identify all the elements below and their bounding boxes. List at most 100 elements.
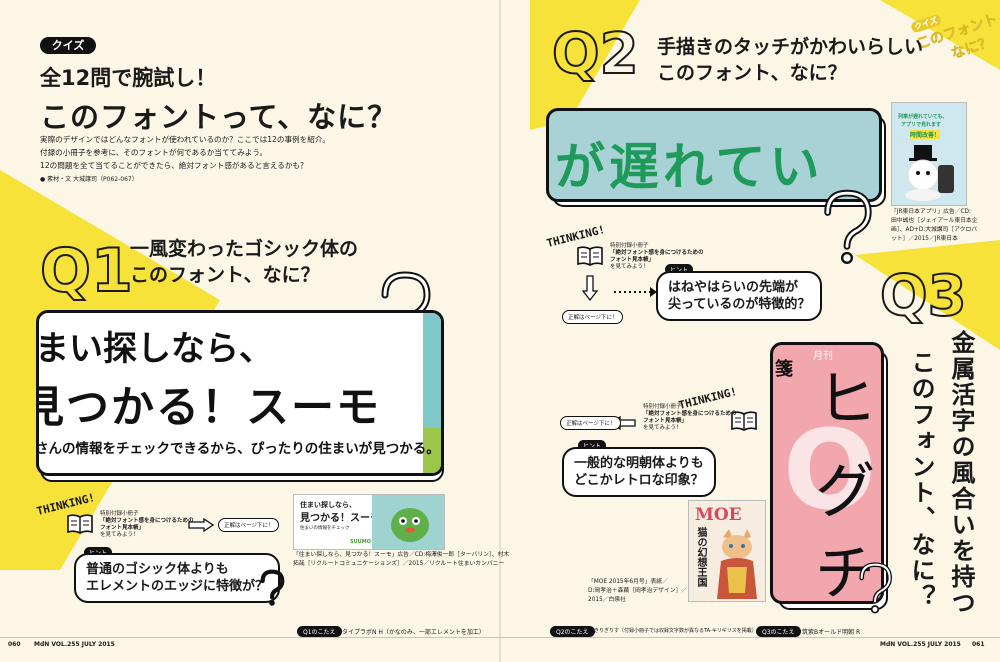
q2-caption: 「JR東日本アプリ」広告／CD: 田中誠也［ジェイアール東日本企 画］、AD+D… <box>891 208 991 244</box>
arrow-down-icon <box>582 275 598 301</box>
q2-answer-pill: 正解はページ下に！ <box>562 310 624 324</box>
character-icon <box>905 145 954 201</box>
q3-answer: 筑紫Bオールド明朝 R <box>802 629 861 636</box>
book-note-line: フォント見本帳」 <box>643 418 688 424</box>
intro-title: このフォントって、なに？ <box>40 100 398 134</box>
q2-number: Q2 <box>551 21 640 88</box>
q2-caption-line: 「JR東日本アプリ」広告／CD: <box>891 209 971 215</box>
q1-number: Q1 <box>39 235 134 307</box>
q1-title: 一風変わったゴシック体の このフォント、なに？ <box>130 236 358 288</box>
q3-magazine-logo: MOE <box>695 505 742 525</box>
question-mark-icon <box>824 189 872 264</box>
accent-triangle-center-top <box>530 0 640 130</box>
intro-credit: ● 素材・文 大城譲司（P062-067） <box>40 176 138 183</box>
q2-title-line2: このフォント、なに？ <box>657 62 847 84</box>
book-note-line: を見てみよう！ <box>610 264 649 270</box>
q1-caption: 「住まい探しなら、見つかる！スーモ」広告／CD:梅澤俊一郎［ターバリン］、村木 … <box>293 551 510 569</box>
cat-illustration-icon <box>717 529 757 599</box>
q1-thumb-line-a: 住まい探しなら、 <box>300 501 356 509</box>
q1-thumbnail: 住まい探しなら、 見つかる！スーモ 住まいの情報をチェック SUUMO <box>293 494 445 550</box>
q1-title-line1: 一風変わったゴシック体の <box>130 238 359 260</box>
footer-left-page: 060 <box>8 641 21 648</box>
q1-sample-line-a: まい探しなら、 <box>36 329 273 369</box>
footer-right-page: 061 <box>972 641 985 648</box>
q2-caption-line: 田中誠也［ジェイアール東日本企 <box>891 218 978 224</box>
q1-title-line2: このフォント、なに？ <box>130 264 320 286</box>
accent-triangle-top-right <box>880 0 1000 70</box>
question-mark-icon <box>260 569 285 606</box>
q3-hint-line1: 一般的な明朝体よりも <box>574 456 704 471</box>
q1-card-green-strip <box>423 428 441 473</box>
dotted-arrow-icon <box>614 287 657 297</box>
intro-text: 実際のデザインではどんなフォントが使われているのか？ここでは12の事例を紹介。 … <box>40 133 340 172</box>
q2-book-note: 特別付録小冊子 「絶対フォント感を身につけるための フォント見本帳」 を見てみよ… <box>610 243 704 271</box>
q3-glyph-a: ヒ <box>817 365 877 435</box>
quiz-badge: クイズ <box>40 37 96 54</box>
suumo-character-icon <box>391 508 429 542</box>
q1-thumb-line-c: 住まいの情報をチェック <box>300 526 350 531</box>
q2-hint-line1: はねやはらいの先端が <box>668 280 799 295</box>
q3-glyph-b: グ <box>815 457 875 527</box>
q3-book-icon <box>731 411 757 431</box>
book-note-line: フォント見本帳」 <box>610 257 655 263</box>
q1-answer-tag: Q1のこたえ <box>297 626 342 637</box>
q3-cover-letters-bg: OE <box>783 406 881 534</box>
book-note-line: を見てみよう！ <box>643 425 682 431</box>
q2-answer-tag: Q2のこたえ <box>550 626 595 637</box>
q1-book-note: 特別付録小冊子 「絶対フォント感を身につけるための フォント見本帳」 を見てみよ… <box>100 511 194 539</box>
q2-caption-line: 画］、AD+D:大城譲司［アクロバ <box>891 227 978 233</box>
footer-right-mag: MdN VOL.255 JULY 2015 <box>880 641 961 648</box>
q3-title-line2: このフォント、なに？ <box>907 350 935 610</box>
q2-poster-thumbnail: 列車が遅れていても、 アプリで見れます 時間改善！ <box>891 102 967 206</box>
q2-book-icon <box>577 246 603 266</box>
question-mark-icon <box>859 562 893 614</box>
footer-left-mag: MdN VOL.255 JULY 2015 <box>34 641 115 648</box>
book-note-line: を見てみよう！ <box>100 532 139 538</box>
q1-hint-bubble: 普通のゴシック体よりも エレメントのエッジに特徴が？ <box>74 553 281 603</box>
q3-magazine-thumbnail: MOE 猫の幻想王国 <box>688 500 766 602</box>
q3-answer-pill: 正解はページ下に！ <box>560 416 622 430</box>
book-note-line: 「絶対フォント感を身につけるための <box>643 411 737 417</box>
q3-hint-bubble: 一般的な明朝体よりも どこかレトロな印象？ <box>562 447 716 497</box>
q1-thumb-line-b: 見つかる！スーモ <box>300 513 380 524</box>
book-note-line: フォント見本帳」 <box>100 525 145 531</box>
q1-sample-line-b: 見つかる！スーモ <box>36 383 381 433</box>
q2-hint-line2: 尖っているのが特徴的？ <box>668 297 811 312</box>
q3-answer-tag: Q3のこたえ <box>756 626 801 637</box>
book-note-line: 特別付録小冊子 <box>100 511 139 517</box>
q2-sample-text: が遅れてい <box>555 138 824 196</box>
q2-title: 手描きのタッチがかわいらしい このフォント、なに？ <box>657 34 923 86</box>
q3-magazine-sub: 猫の幻想王国 <box>695 527 706 587</box>
footer-rule <box>0 637 1000 638</box>
intro-line: 実際のデザインではどんなフォントが使われているのか？ここでは12の事例を紹介。 <box>40 135 331 144</box>
book-note-line: 特別付録小冊子 <box>643 404 682 410</box>
book-note-line: 特別付録小冊子 <box>610 243 649 249</box>
q3-caption: 「MOE 2015年6月号」表紙／ D:岡孝治＋森繭［岡孝治デザイン］／ 201… <box>588 578 688 605</box>
q1-hint-line2: エレメントのエッジに特徴が？ <box>86 579 269 594</box>
page-gutter <box>499 0 501 662</box>
q2-poster-line2: アプリで見れます <box>901 122 942 128</box>
q1-sample-line-c: さんの情報をチェックできるから、ぴったりの住まいが見つかる。 <box>36 441 440 457</box>
q3-cover-bar: 月刊 <box>813 351 833 362</box>
intro-line: 12の問題を全て当てることができたら、絶対フォント感があると言えるかも？ <box>40 161 308 170</box>
book-note-line: 「絶対フォント感を身につけるための <box>100 518 194 524</box>
q3-sample-card: 箋 月刊 OE ヒ グ チ <box>770 342 884 604</box>
q1-book-icon <box>67 514 93 534</box>
q3-side-char: 箋 <box>775 359 793 380</box>
intro-line: 付録の小冊子を参考に、そのフォントが何であるか当ててみよう。 <box>40 148 268 157</box>
q1-answer: タイプラボN H（かなのみ、一部エレメントを加工） <box>342 629 485 636</box>
q2-caption-line: ット］／2015／JR東日本 <box>891 236 958 242</box>
q3-caption-line: 2015／白泉社 <box>588 597 626 603</box>
q1-thumb-logo: SUUMO <box>350 539 371 545</box>
q2-hint-bubble: はねやはらいの先端が 尖っているのが特徴的？ <box>656 271 823 321</box>
q2-poster-line1: 列車が遅れていても、 <box>898 114 948 120</box>
q3-caption-line: 「MOE 2015年6月号」表紙／ <box>588 579 668 585</box>
q3-title-line1: 金属活字の風合いを持つ <box>947 330 975 616</box>
q1-caption-line2: 拓哉［リクルートコミュニケーションズ］／2015／リクルート住まいカンパニー <box>293 561 505 567</box>
q3-hint-tag: ヒント <box>578 440 607 451</box>
q3-hint-line2: どこかレトロな印象？ <box>574 473 704 488</box>
accent-triangle-right <box>855 240 1000 350</box>
q1-caption-line1: 「住まい探しなら、見つかる！スーモ」広告／CD:梅澤俊一郎［ターバリン］、村木 <box>293 552 510 558</box>
q2-poster-line3: 時間改善！ <box>910 130 941 139</box>
